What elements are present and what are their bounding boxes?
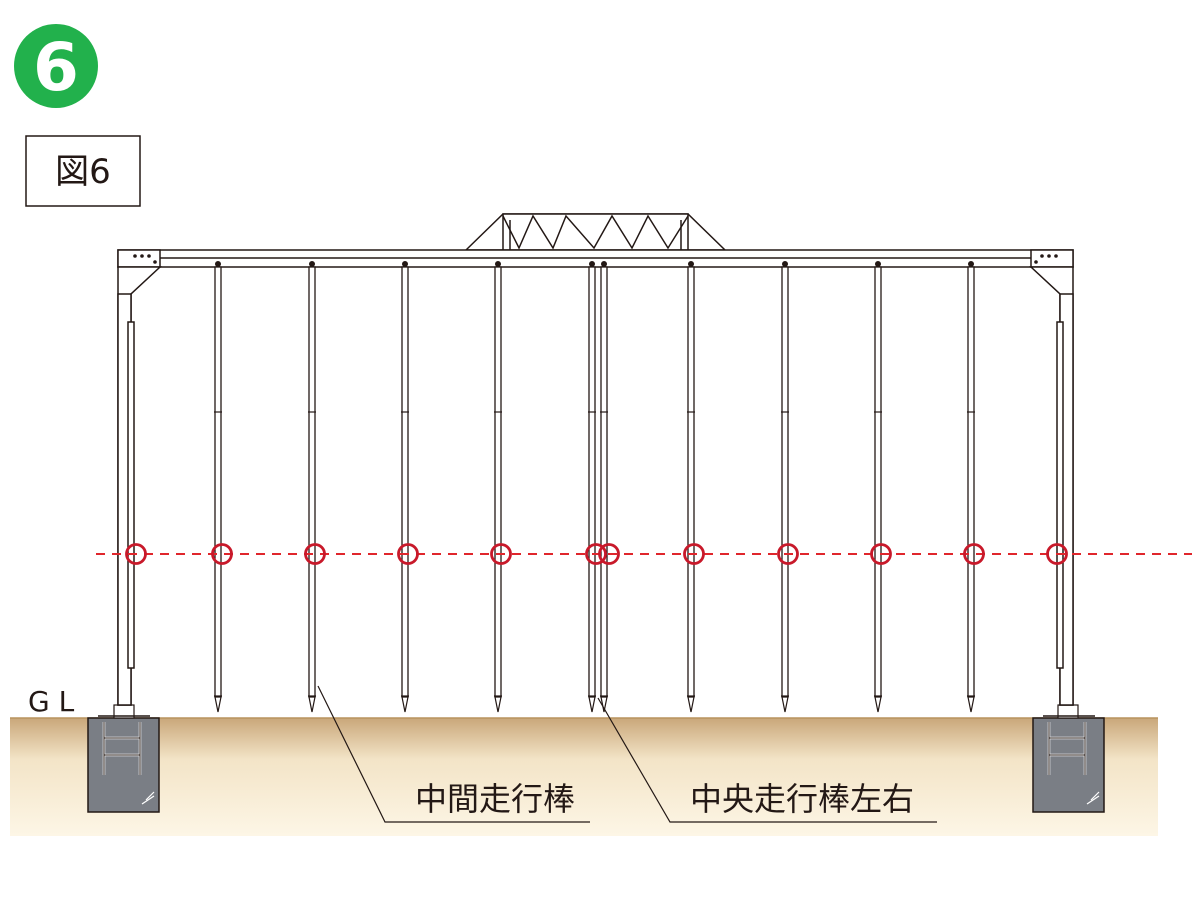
hanging-bar <box>588 261 596 713</box>
leader-middle-bar <box>317 685 590 823</box>
alignment-marker <box>490 543 512 565</box>
leader-center-bar-pair <box>597 697 937 823</box>
figure-label-text: 図6 <box>55 152 111 192</box>
step-badge: 6 <box>14 24 98 108</box>
label-middle-bar: 中間走行棒 <box>415 780 575 818</box>
alignment-marker <box>211 543 233 565</box>
hanging-bar <box>214 261 222 713</box>
ground <box>10 718 1158 836</box>
hanging-bar <box>967 261 975 713</box>
hanging-bar <box>401 261 409 713</box>
alignment-marker <box>870 543 892 565</box>
hanging-bar <box>687 261 695 713</box>
gate-frame <box>117 249 1074 706</box>
step-badge-circle <box>14 24 98 108</box>
foundation-right <box>1032 704 1105 813</box>
hanging-bar <box>781 261 789 713</box>
alignment-marker <box>304 543 326 565</box>
top-truss <box>464 213 727 251</box>
hanging-bar <box>600 261 608 713</box>
alignment-marker <box>598 543 620 565</box>
figure-label: 図6 <box>25 135 141 207</box>
alignment-marker <box>777 543 799 565</box>
hanging-bar <box>874 261 882 713</box>
alignment-marker <box>585 543 607 565</box>
step-badge-number: 6 <box>33 29 79 106</box>
alignment-marker <box>683 543 705 565</box>
label-center-bar-pair: 中央走行棒左右 <box>690 780 914 818</box>
corner-bolts <box>133 254 1058 264</box>
hanging-bar <box>308 261 316 713</box>
hanging-bars <box>214 261 975 713</box>
alignment-marker <box>963 543 985 565</box>
hanging-bar <box>494 261 502 713</box>
foundation-left <box>87 704 160 813</box>
alignment-marker <box>125 543 147 565</box>
alignment-marker <box>1046 543 1068 565</box>
figure-label-box <box>25 135 141 207</box>
alignment-marker <box>397 543 419 565</box>
alignment-markers <box>125 543 1068 565</box>
ground-level-label: G L <box>28 685 75 718</box>
